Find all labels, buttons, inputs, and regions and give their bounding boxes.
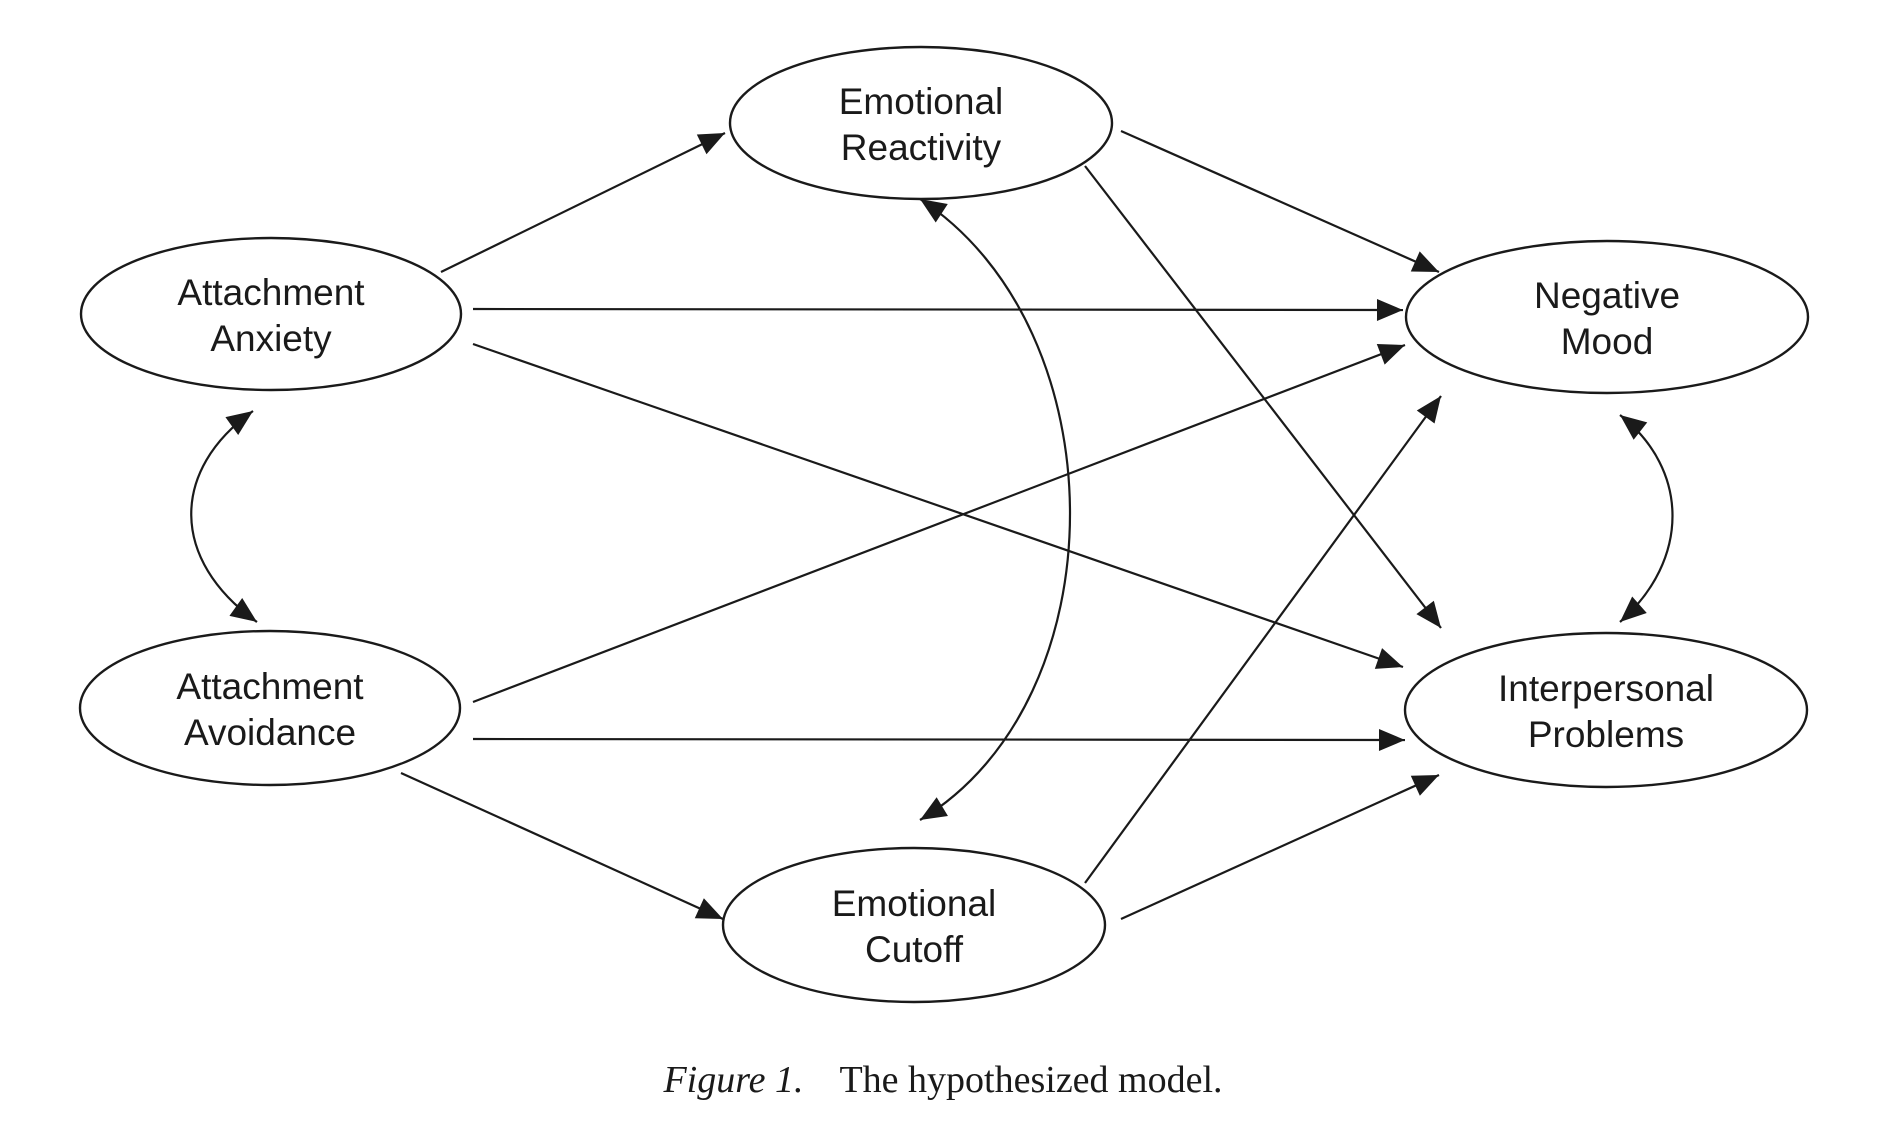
node-emotional-cutoff-ellipse [721,846,1107,1004]
node-attachment-avoidance-label-line2: Avoidance [184,712,356,753]
figure-caption-text: The hypothesized model. [839,1059,1223,1101]
edge-attachment-avoidance-to-negative-mood-arrowhead-icon [1376,344,1405,365]
node-attachment-anxiety-label-line2: Anxiety [210,318,332,359]
edge-attachment-avoidance-to-emotional-cutoff [400,771,724,921]
covariance-negative-mood-to-interpersonal-problems-start-arrowhead-icon [1620,415,1648,440]
covariance-emotional-reactivity-to-emotional-cutoff-start-arrowhead-icon [920,199,948,223]
edge-emotional-cutoff-to-interpersonal-problems [1120,773,1440,921]
node-attachment-avoidance: Attachment Avoidance [78,629,462,787]
node-attachment-avoidance-label-line1: Attachment [176,666,364,707]
node-attachment-avoidance-ellipse [78,629,462,787]
node-emotional-cutoff-label-line2: Cutoff [865,929,964,970]
edge-emotional-reactivity-to-negative-mood [1120,129,1440,274]
node-emotional-reactivity-label-line2: Reactivity [841,127,1002,168]
covariance-attachment-anxiety-to-attachment-avoidance-end-arrowhead-icon [229,597,257,622]
node-emotional-cutoff-label-line1: Emotional [832,883,997,924]
edge-attachment-avoidance-to-emotional-cutoff-arrowhead-icon [694,898,723,919]
node-emotional-reactivity: Emotional Reactivity [728,45,1114,201]
covariance-negative-mood-to-interpersonal-problems-end-arrowhead-icon [1620,596,1647,622]
node-negative-mood-label-line1: Negative [1534,275,1680,316]
covariance-attachment-anxiety-to-attachment-avoidance-start-arrowhead-icon [225,411,253,436]
node-negative-mood-ellipse [1404,239,1810,395]
edge-emotional-cutoff-to-negative-mood [1084,395,1442,884]
node-interpersonal-problems-label-line1: Interpersonal [1498,668,1714,709]
edge-attachment-avoidance-to-interpersonal-problems-arrowhead-icon [1378,728,1405,751]
edge-attachment-anxiety-to-interpersonal-problems [472,342,1404,669]
node-emotional-cutoff: Emotional Cutoff [721,846,1107,1004]
edge-attachment-anxiety-to-interpersonal-problems-arrowhead-icon [1374,648,1403,669]
covariance-emotional-reactivity-to-emotional-cutoff [919,198,1072,821]
edge-attachment-avoidance-to-negative-mood [472,343,1406,704]
figure-caption: Figure 1. The hypothesized model. [0,1058,1886,1102]
covariance-emotional-reactivity-to-emotional-cutoff-end-arrowhead-icon [920,797,948,820]
covariance-attachment-anxiety-to-attachment-avoidance [190,410,258,623]
node-emotional-reactivity-ellipse [728,45,1114,201]
node-interpersonal-problems-label-line2: Problems [1528,714,1684,755]
node-negative-mood: Negative Mood [1404,239,1810,395]
node-attachment-anxiety: Attachment Anxiety [79,236,463,392]
edge-emotional-reactivity-to-interpersonal-problems-arrowhead-icon [1416,600,1441,628]
edge-emotional-reactivity-to-negative-mood-arrowhead-icon [1410,251,1439,272]
node-interpersonal-problems-ellipse [1403,631,1809,789]
figure-caption-label: Figure 1. [663,1059,804,1101]
edge-emotional-cutoff-to-interpersonal-problems-arrowhead-icon [1410,775,1439,796]
node-attachment-anxiety-ellipse [79,236,463,392]
edge-attachment-anxiety-to-negative-mood [472,307,1404,312]
edge-attachment-avoidance-to-interpersonal-problems [472,737,1406,742]
node-negative-mood-label-line2: Mood [1561,321,1654,362]
node-attachment-anxiety-label-line1: Attachment [177,272,365,313]
edge-attachment-anxiety-to-emotional-reactivity [440,132,726,273]
edge-emotional-cutoff-to-negative-mood-arrowhead-icon [1416,396,1441,424]
node-interpersonal-problems: Interpersonal Problems [1403,631,1809,789]
edge-emotional-reactivity-to-interpersonal-problems [1084,165,1442,629]
covariance-negative-mood-to-interpersonal-problems [1619,414,1674,623]
edge-attachment-anxiety-to-emotional-reactivity-arrowhead-icon [696,133,725,155]
node-emotional-reactivity-label-line1: Emotional [839,81,1004,122]
edges-layer [190,129,1674,921]
edge-attachment-anxiety-to-negative-mood-arrowhead-icon [1376,298,1403,321]
